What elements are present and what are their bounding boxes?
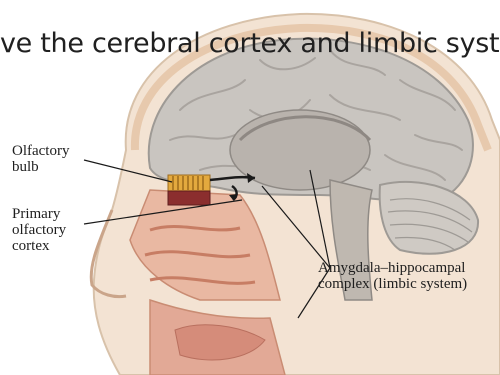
slide-title: ve the cerebral cortex and limbic syste bbox=[0, 28, 500, 59]
label-primary-olfactory-cortex: Primary olfactory cortex bbox=[12, 206, 66, 254]
label-olfactory-bulb: Olfactory bulb bbox=[12, 143, 69, 175]
olfactory-epithelium bbox=[168, 191, 210, 205]
olfactory-bulb-stripes bbox=[173, 176, 203, 190]
olfactory-bulb bbox=[168, 175, 210, 191]
label-amygdala-hippocampal: Amygdala–hippocampal complex (limbic sys… bbox=[318, 260, 467, 292]
